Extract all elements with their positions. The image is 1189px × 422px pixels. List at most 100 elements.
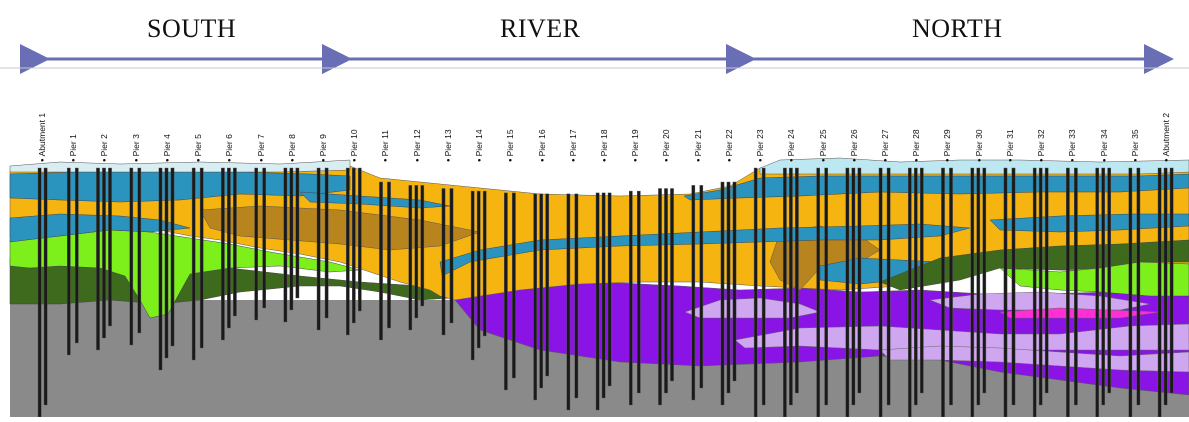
borehole [43,167,48,406]
borehole [1032,167,1037,418]
borehole [691,185,696,401]
pier-label-pier-8: Pier 8 [287,86,299,162]
borehole [262,167,267,309]
pier-label-pier-2: Pier 2 [99,86,111,162]
borehole [482,190,487,337]
borehole [476,190,481,349]
borehole [1074,167,1078,406]
borehole [170,167,175,347]
borehole [816,167,820,418]
borehole [845,167,850,418]
borehole [470,190,475,361]
borehole [283,167,288,323]
pier-label-pier-25: Pier 25 [818,86,830,162]
borehole [324,167,329,319]
borehole [379,181,383,341]
pier-label-pier-31: Pier 31 [1005,86,1017,162]
borehole [545,193,549,377]
pier-label-pier-10: Pier 10 [349,86,361,162]
borehole [254,167,259,321]
borehole [982,167,987,394]
borehole [1011,167,1016,406]
pier-label-pier-24: Pier 24 [786,86,798,162]
borehole [720,181,725,406]
zone-label-river: RIVER [500,14,581,43]
borehole [601,192,606,399]
borehole [358,167,362,312]
borehole [783,167,787,418]
borehole [566,193,571,411]
pier-label-abutment-2: Abutment 2 [1161,86,1173,162]
borehole [420,185,425,307]
borehole [539,193,543,389]
borehole [441,188,446,336]
borehole [414,185,419,319]
borehole [129,167,134,346]
borehole [1044,167,1049,394]
pier-label-pier-32: Pier 32 [1036,86,1048,162]
borehole [732,181,737,382]
borehole [976,167,981,406]
borehole [221,167,225,341]
pier-label-pier-6: Pier 6 [224,86,236,162]
borehole [289,167,294,311]
pier-label-pier-7: Pier 7 [256,86,268,162]
pier-label-pier-14: Pier 14 [474,86,486,162]
borehole [108,167,112,327]
borehole [102,167,106,339]
borehole [137,167,142,334]
zone-label-north: NORTH [912,14,1003,43]
borehole [1163,167,1168,406]
borehole [199,167,204,349]
pier-label-pier-12: Pier 12 [412,86,424,162]
pier-label-pier-20: Pier 20 [661,86,673,162]
pier-label-pier-5: Pier 5 [193,86,205,162]
borehole [595,192,600,411]
borehole [753,167,758,418]
boreholes [37,167,1174,418]
borehole [227,167,231,329]
borehole [233,167,237,317]
borehole [574,193,579,399]
borehole [191,167,196,361]
pier-label-pier-30: Pier 30 [974,86,986,162]
borehole [512,192,516,379]
pier-label-pier-27: Pier 27 [880,86,892,162]
borehole [37,167,42,418]
pier-label-pier-28: Pier 28 [911,86,923,162]
pier-label-pier-13: Pier 13 [443,86,455,162]
borehole [1038,167,1043,406]
borehole [449,188,454,324]
borehole [66,167,71,356]
borehole [637,190,641,394]
borehole [699,185,704,389]
pier-label-pier-23: Pier 23 [755,86,767,162]
borehole [158,167,163,371]
zone-label-south: SOUTH [147,14,237,43]
pier-label-pier-29: Pier 29 [942,86,954,162]
borehole [970,167,975,418]
borehole [1107,167,1111,394]
pier-label-pier-11: Pier 11 [380,86,392,162]
blue-clay-lower-south [9,213,191,243]
borehole [941,167,945,418]
pier-label-pier-21: Pier 21 [693,86,705,162]
pier-label-pier-15: Pier 15 [505,86,517,162]
borehole [1136,167,1141,406]
borehole [726,181,731,394]
pier-label-pier-35: Pier 35 [1130,86,1142,162]
pier-label-pier-16: Pier 16 [537,86,549,162]
borehole [914,167,918,406]
borehole [1157,167,1162,418]
borehole [504,192,508,391]
borehole [920,167,924,394]
borehole [1128,167,1133,418]
pier-label-pier-9: Pier 9 [318,86,330,162]
pier-label-pier-4: Pier 4 [162,86,174,162]
borehole [658,188,662,406]
borehole [664,188,668,394]
pier-label-pier-26: Pier 26 [849,86,861,162]
borehole [408,185,413,331]
borehole [878,167,883,418]
